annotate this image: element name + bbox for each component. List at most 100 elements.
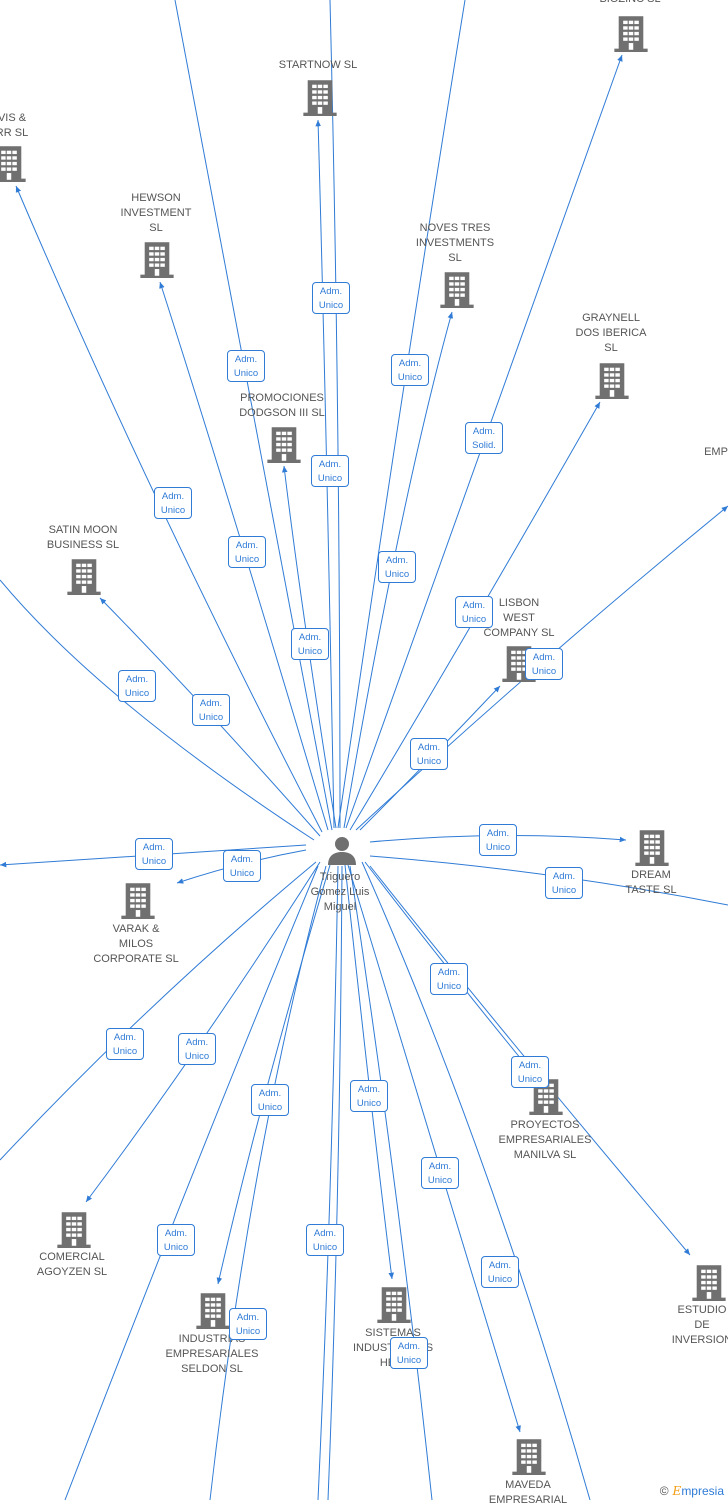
company-building-icon[interactable] bbox=[67, 557, 101, 595]
relation-badge[interactable]: Adm.Unico bbox=[291, 628, 329, 660]
relation-badge[interactable]: Adm.Unico bbox=[430, 963, 468, 995]
relation-badge[interactable]: Adm.Unico bbox=[378, 551, 416, 583]
relation-text: Adm. bbox=[161, 491, 185, 502]
empresia-brand[interactable]: ©Empresia bbox=[660, 1484, 724, 1498]
relation-text: Adm. bbox=[472, 426, 496, 437]
relation-text: Unico bbox=[551, 885, 577, 896]
relation-badge[interactable]: Adm.Unico bbox=[455, 596, 493, 628]
relation-badge[interactable]: Adm.Unico bbox=[391, 354, 429, 386]
brand-initial: E bbox=[672, 1484, 682, 1498]
company-name-line: NOVES TRES bbox=[419, 222, 491, 234]
relation-badge[interactable]: Adm.Unico bbox=[157, 1224, 195, 1256]
relation-text: Unico bbox=[312, 1242, 338, 1253]
relation-badge[interactable]: Adm.Unico bbox=[135, 838, 173, 870]
company-name-line: MAVEDA bbox=[505, 1479, 551, 1491]
relation-badge[interactable]: Adm.Unico bbox=[251, 1084, 289, 1116]
relation-text: Unico bbox=[160, 505, 186, 516]
relation-badge[interactable]: Adm.Unico bbox=[511, 1056, 549, 1088]
relation-badge[interactable]: Adm. Unico bbox=[154, 487, 192, 519]
company-building-icon[interactable] bbox=[614, 14, 648, 52]
relation-badge[interactable]: Adm.Unico bbox=[312, 282, 350, 314]
relationship-edge bbox=[64, 865, 319, 1500]
relation-text: Unico bbox=[198, 712, 224, 723]
relation-text: Adm. bbox=[164, 1228, 188, 1239]
company-building-icon[interactable] bbox=[140, 240, 174, 278]
company-building-icon[interactable] bbox=[303, 78, 337, 116]
relation-badge[interactable]: Adm.Unico bbox=[311, 455, 349, 487]
company-name-line: TASTE SL bbox=[625, 884, 677, 896]
relation-text: Unico bbox=[235, 1326, 261, 1337]
company-building-icon[interactable] bbox=[377, 1285, 411, 1323]
company-label-emp[interactable]: EMP bbox=[704, 445, 728, 460]
company-name-line: STARTNOW SL bbox=[278, 59, 358, 71]
relationship-edge bbox=[369, 865, 691, 1256]
relation-badge[interactable]: Adm. Unico bbox=[229, 1308, 267, 1340]
relation-badge[interactable]: Adm.Unico bbox=[390, 1337, 428, 1369]
center-person-label[interactable]: Triguero Gomez Luis Miguel bbox=[311, 870, 370, 915]
relation-badge[interactable]: Adm.Unico bbox=[525, 648, 563, 680]
relation-text: Adm. bbox=[552, 871, 576, 882]
relation-badge[interactable]: Adm. Unico bbox=[545, 867, 583, 899]
company-building-icon[interactable] bbox=[57, 1210, 91, 1248]
relation-text: Adm. bbox=[235, 540, 259, 551]
company-label-startnow[interactable]: STARTNOW SL bbox=[279, 58, 357, 73]
company-name-line: DODGSON III SL bbox=[239, 407, 325, 419]
company-building-icon[interactable] bbox=[512, 1437, 546, 1475]
relationship-edge bbox=[349, 865, 433, 1500]
company-building-icon[interactable] bbox=[196, 1291, 230, 1329]
relation-badge[interactable]: Adm.Unico bbox=[410, 738, 448, 770]
company-name-line: WEST bbox=[503, 612, 535, 624]
company-building-icon[interactable] bbox=[595, 361, 629, 399]
relation-text: Adm. bbox=[398, 358, 422, 369]
relation-badge[interactable]: Adm.Unico bbox=[106, 1028, 144, 1060]
company-name-line: AGOYZEN SL bbox=[36, 1266, 108, 1278]
company-label-promociones[interactable]: PROMOCIONES DODGSON III SL bbox=[239, 391, 325, 421]
company-label-biozinc[interactable]: BIOZINC SL bbox=[599, 0, 660, 7]
company-building-icon[interactable] bbox=[121, 881, 155, 919]
company-name-line: DOS IBERICA bbox=[575, 327, 647, 339]
company-name-line: INDUSTRIAS bbox=[178, 1333, 246, 1345]
relation-badge[interactable]: Adm.Unico bbox=[479, 824, 517, 856]
company-building-icon[interactable] bbox=[0, 144, 26, 182]
relation-badge[interactable]: Adm.Unico bbox=[421, 1157, 459, 1189]
relation-badge[interactable]: Adm.Solid. bbox=[465, 422, 503, 454]
company-name-line: COMPANY SL bbox=[483, 627, 555, 639]
relation-badge[interactable]: Adm.Unico bbox=[223, 850, 261, 882]
company-building-icon[interactable] bbox=[440, 270, 474, 308]
person-icon[interactable] bbox=[325, 833, 359, 867]
relation-badge[interactable]: Adm.Unico bbox=[481, 1256, 519, 1288]
relation-text: Adm. bbox=[397, 1341, 421, 1352]
company-name-line: INVERSION bbox=[671, 1334, 728, 1346]
company-name-line: EMP bbox=[704, 446, 728, 458]
relation-text: Adm. bbox=[230, 854, 254, 865]
company-building-icon[interactable] bbox=[635, 828, 669, 866]
relation-badge[interactable]: Adm.Unico bbox=[227, 350, 265, 382]
relation-badge[interactable]: Adm.Unico bbox=[178, 1033, 216, 1065]
relation-badge[interactable]: Adm.Unico bbox=[118, 670, 156, 702]
company-name-line: BIOZINC SL bbox=[599, 0, 660, 7]
relation-badge[interactable]: Adm.Unico bbox=[228, 536, 266, 568]
company-building-icon[interactable] bbox=[267, 425, 301, 463]
relation-text: Adm. bbox=[236, 1312, 260, 1323]
relation-badge[interactable]: Adm.Unico bbox=[350, 1080, 388, 1112]
relation-badge[interactable]: Adm.Unico bbox=[306, 1224, 344, 1256]
relation-badge[interactable]: Adm.Unico bbox=[192, 694, 230, 726]
company-building-icon[interactable] bbox=[692, 1263, 726, 1301]
relation-text: Adm. bbox=[532, 652, 556, 663]
company-name-line: PROMOCIONES bbox=[240, 392, 324, 404]
relation-text: Adm. bbox=[318, 459, 342, 470]
company-label-davis[interactable]: VIS &RR SL bbox=[0, 111, 28, 141]
